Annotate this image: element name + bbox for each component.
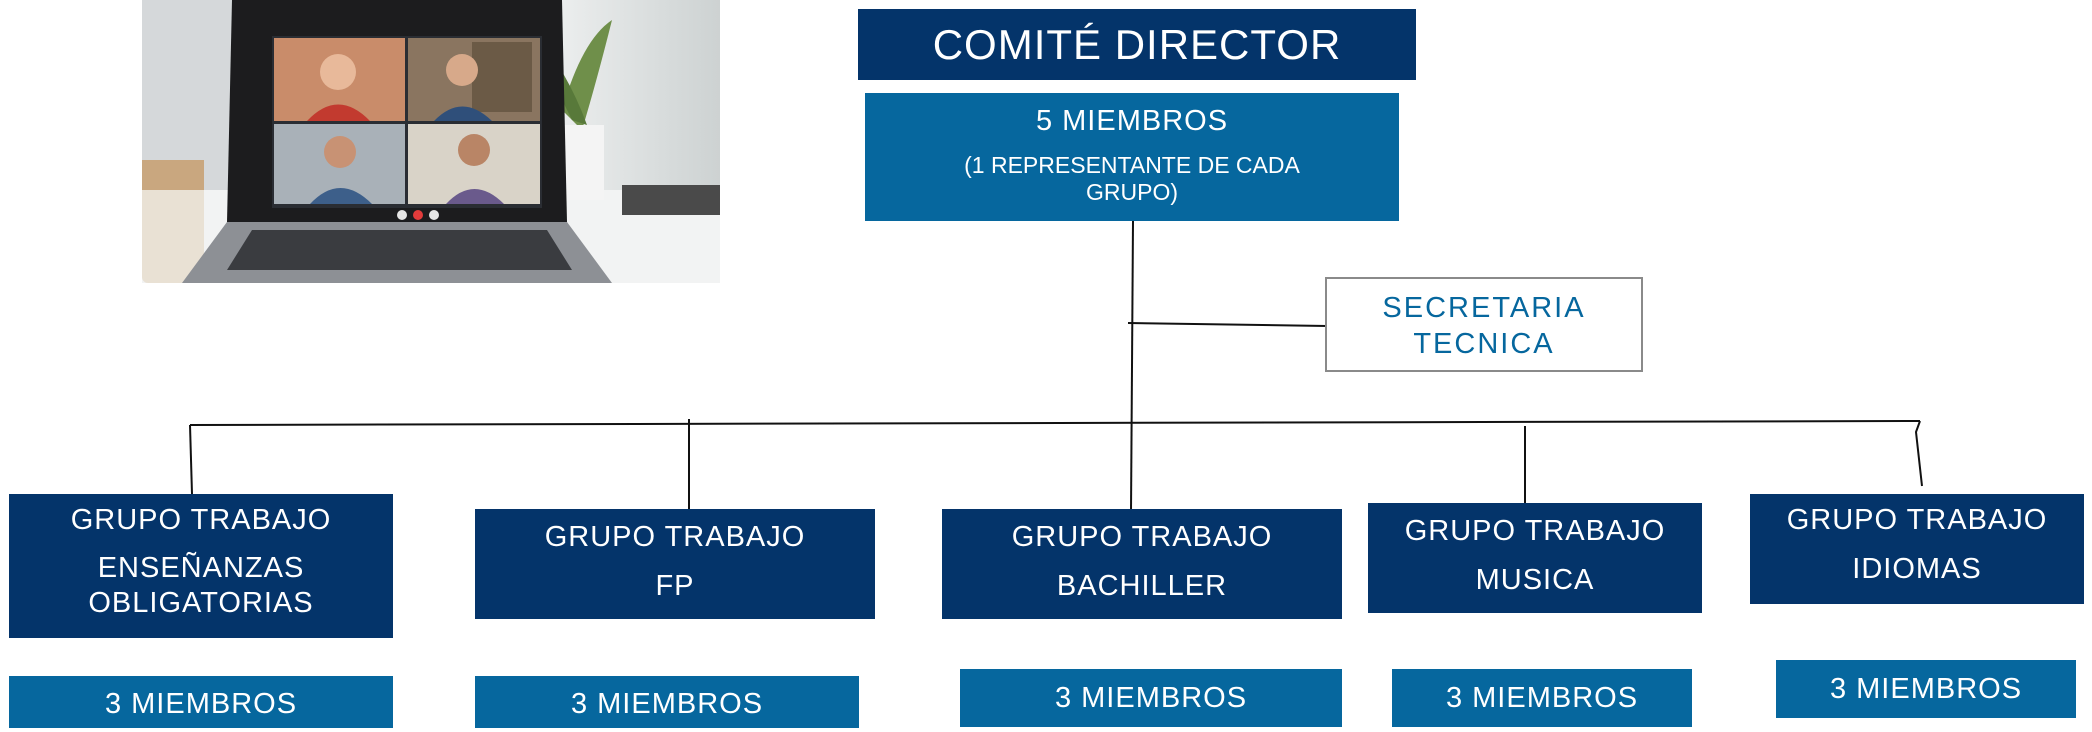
group-label: GRUPO TRABAJO (1404, 515, 1666, 547)
committee-members: 5 MIEMBROS (1035, 105, 1229, 137)
group-box-bachiller: GRUPO TRABAJO BACHILLER (942, 509, 1342, 619)
group-label: GRUPO TRABAJO (70, 504, 332, 536)
group-members-label: 3 MIEMBROS (1054, 682, 1248, 714)
group-members-musica: 3 MIEMBROS (1392, 669, 1692, 727)
group-box-idiomas: GRUPO TRABAJO IDIOMAS (1750, 494, 2084, 604)
committee-members-note: (1 REPRESENTANTE DE CADA GRUPO) (964, 152, 1300, 205)
group-members-bachiller: 3 MIEMBROS (960, 669, 1342, 727)
group-name: MUSICA (1475, 564, 1595, 596)
group-1-connector (189, 424, 193, 495)
group-members-label: 3 MIEMBROS (1829, 673, 2023, 705)
group-5-connector (1914, 420, 1923, 487)
group-label: GRUPO TRABAJO (1011, 521, 1273, 553)
group-name: BACHILLER (1056, 570, 1228, 602)
committee-title: COMITÉ DIRECTOR (932, 21, 1342, 68)
committee-members-box: 5 MIEMBROS (1 REPRESENTANTE DE CADA GRUP… (865, 93, 1399, 221)
group-name: ENSEÑANZAS (97, 552, 305, 584)
group-box-fp: GRUPO TRABAJO FP (475, 509, 875, 619)
group-box-ensenanzas: GRUPO TRABAJO ENSEÑANZAS OBLIGATORIAS (9, 494, 393, 638)
group-members-label: 3 MIEMBROS (570, 688, 764, 720)
group-members-label: 3 MIEMBROS (1445, 682, 1639, 714)
secretariat-box: SECRETARIA TECNICA (1325, 277, 1643, 372)
group-members-idiomas: 3 MIEMBROS (1776, 660, 2076, 718)
committee-title-box: COMITÉ DIRECTOR (858, 9, 1416, 80)
group-label: GRUPO TRABAJO (1786, 504, 2048, 536)
secretariat-line-1: SECRETARIA (1382, 292, 1586, 324)
group-members-ensenanzas: 3 MIEMBROS (9, 676, 393, 728)
group-name: IDIOMAS (1852, 553, 1982, 585)
group-members-label: 3 MIEMBROS (104, 688, 298, 720)
group-members-fp: 3 MIEMBROS (475, 676, 859, 728)
group-label: GRUPO TRABAJO (544, 521, 806, 553)
horizontal-connector (189, 420, 1921, 426)
group-name-line-2: OBLIGATORIAS (88, 587, 314, 619)
trunk-connector (1130, 220, 1134, 512)
secretariat-connector (1127, 322, 1328, 327)
secretariat-line-2: TECNICA (1413, 328, 1555, 360)
laptop-illustration (142, 0, 720, 283)
group-box-musica: GRUPO TRABAJO MUSICA (1368, 503, 1702, 613)
video-call-photo (142, 0, 720, 283)
group-name: FP (655, 570, 695, 602)
